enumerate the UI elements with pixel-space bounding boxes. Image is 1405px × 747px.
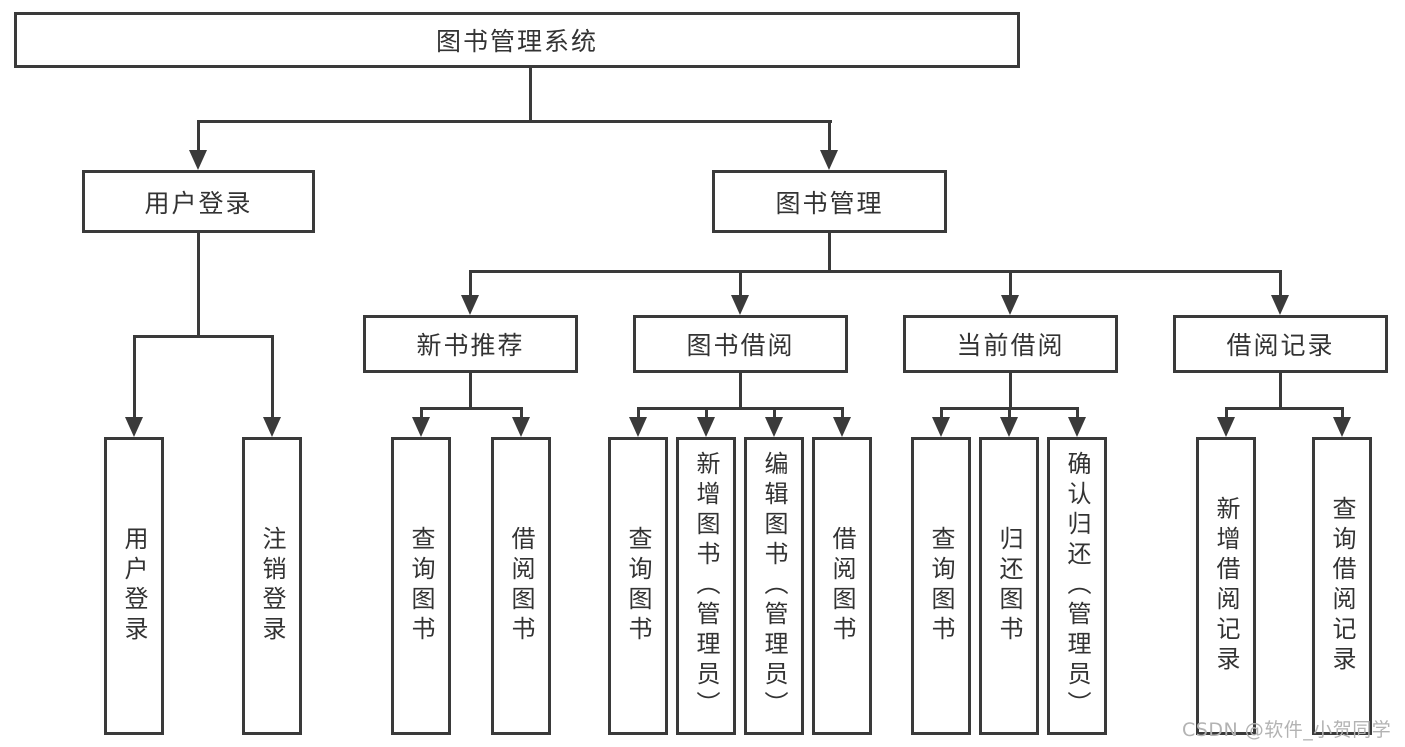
csdn-watermark: CSDN @软件_小贺同学 (1182, 719, 1392, 741)
connector-stem (828, 120, 831, 152)
leaf-label: 用户登录 (120, 526, 148, 646)
arrow-down-icon (461, 295, 479, 315)
leaf-confirm-return-admin: 确认归还（管理员） (1047, 437, 1107, 735)
connector-stem (739, 270, 742, 297)
node-borrowing-records: 借阅记录 (1173, 315, 1388, 373)
leaf-borrow-books: 借阅图书 (812, 437, 872, 735)
connector-drop (739, 373, 742, 410)
node-book-borrowing: 图书借阅 (633, 315, 848, 373)
node-label: 当前借阅 (956, 331, 1065, 360)
connector-drop (1279, 373, 1282, 410)
arrow-down-icon (820, 150, 838, 170)
leaf-label: 查询图书 (624, 526, 652, 646)
connector-stem (420, 407, 423, 419)
arrow-down-icon (1271, 295, 1289, 315)
leaf-label: 确认归还（管理员） (1063, 451, 1091, 721)
arrow-down-icon (1068, 417, 1086, 437)
connector-drop (1009, 373, 1012, 410)
connector-bus (637, 407, 843, 410)
leaf-user-login: 用户登录 (104, 437, 164, 735)
leaf-label: 新增借阅记录 (1212, 496, 1240, 676)
node-label: 借阅记录 (1226, 331, 1335, 360)
connector-stem (940, 407, 943, 419)
arrow-down-icon (125, 417, 143, 437)
arrow-down-icon (412, 417, 430, 437)
connector-stem (1279, 270, 1282, 297)
leaf-query-borrow-record: 查询借阅记录 (1312, 437, 1372, 735)
node-label: 用户登录 (144, 188, 253, 218)
node-label: 图书管理系统 (435, 27, 598, 56)
connector-stem (1008, 407, 1011, 419)
leaf-label: 新增图书（管理员） (692, 451, 720, 721)
arrow-down-icon (629, 417, 647, 437)
arrow-down-icon (189, 150, 207, 170)
arrow-down-icon (833, 417, 851, 437)
connector-stem (841, 407, 844, 419)
leaf-add-borrow-record: 新增借阅记录 (1196, 437, 1256, 735)
arrow-down-icon (512, 417, 530, 437)
connector-stem (637, 407, 640, 419)
leaf-label: 查询图书 (927, 526, 955, 646)
leaf-label: 借阅图书 (828, 526, 856, 646)
node-new-book-recommendation: 新书推荐 (363, 315, 578, 373)
leaf-query-books-recommend: 查询图书 (391, 437, 451, 735)
connector-stem (133, 335, 136, 419)
arrow-down-icon (697, 417, 715, 437)
connector-bus (1225, 407, 1343, 410)
arrow-down-icon (1333, 417, 1351, 437)
connector-stem (1225, 407, 1228, 419)
arrow-down-icon (932, 417, 950, 437)
arrow-down-icon (1001, 295, 1019, 315)
connector-stem (1009, 270, 1012, 297)
leaf-borrow-books-recommend: 借阅图书 (491, 437, 551, 735)
node-library-management-system: 图书管理系统 (14, 12, 1020, 68)
connector-book-management-drop (828, 233, 831, 273)
arrow-down-icon (1000, 417, 1018, 437)
connector-stem (271, 335, 274, 419)
leaf-label: 编辑图书（管理员） (760, 451, 788, 721)
connector-user-login-bus (133, 335, 274, 338)
connector-stem (197, 120, 200, 152)
arrow-down-icon (765, 417, 783, 437)
node-label: 图书管理 (775, 188, 884, 218)
connector-stem (469, 270, 472, 297)
connector-stem (1076, 407, 1079, 419)
leaf-label: 查询借阅记录 (1328, 496, 1356, 676)
connector-bus (420, 407, 522, 410)
leaf-query-books-borrowing: 查询图书 (608, 437, 668, 735)
connector-root-trunk (529, 68, 532, 122)
node-book-management: 图书管理 (712, 170, 947, 233)
connector-drop (469, 373, 472, 410)
leaf-label: 查询图书 (407, 526, 435, 646)
node-current-borrowing: 当前借阅 (903, 315, 1118, 373)
connector-level3-bus (469, 270, 1282, 273)
leaf-edit-books-admin: 编辑图书（管理员） (744, 437, 804, 735)
arrow-down-icon (1217, 417, 1235, 437)
leaf-return-books: 归还图书 (979, 437, 1039, 735)
connector-user-login-drop (197, 233, 200, 335)
leaf-logout: 注销登录 (242, 437, 302, 735)
node-label: 图书借阅 (686, 331, 795, 360)
connector-stem (1341, 407, 1344, 419)
connector-stem (705, 407, 708, 419)
leaf-label: 归还图书 (995, 526, 1023, 646)
leaf-add-books-admin: 新增图书（管理员） (676, 437, 736, 735)
leaf-label: 注销登录 (258, 526, 286, 646)
arrow-down-icon (263, 417, 281, 437)
connector-level1-bus (197, 120, 832, 123)
node-label: 新书推荐 (416, 331, 525, 360)
leaf-label: 借阅图书 (507, 526, 535, 646)
node-user-login: 用户登录 (82, 170, 315, 233)
connector-stem (520, 407, 523, 419)
connector-stem (773, 407, 776, 419)
arrow-down-icon (731, 295, 749, 315)
leaf-query-books-current: 查询图书 (911, 437, 971, 735)
